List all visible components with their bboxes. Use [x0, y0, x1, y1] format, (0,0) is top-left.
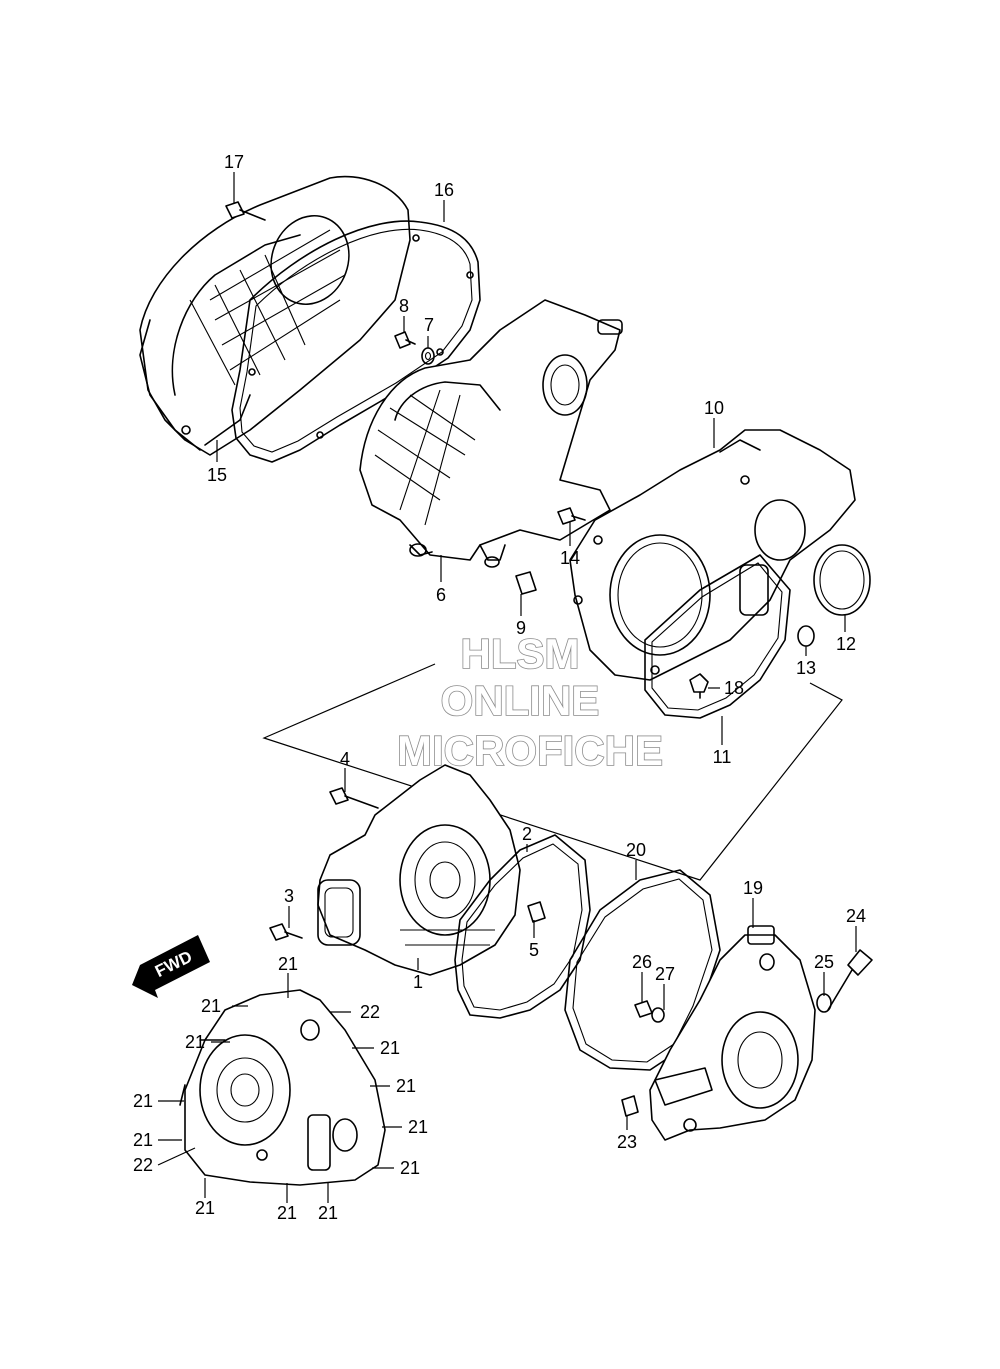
bolt-part-8[interactable]: [394, 331, 416, 349]
callout-9: 9: [516, 618, 526, 638]
dowel-part-23[interactable]: [621, 1095, 639, 1117]
outer-cover-part-15[interactable]: [139, 175, 411, 456]
callout-24: 24: [846, 906, 866, 926]
washer-part-27[interactable]: [651, 1007, 665, 1023]
callout-21: 21: [195, 1198, 215, 1218]
gasket-part-11[interactable]: [644, 554, 791, 719]
callout-26: 26: [632, 952, 652, 972]
dipstick-part-24[interactable]: [827, 949, 873, 1011]
fwd-direction-arrow: FWD: [132, 935, 210, 998]
callout-21: 21: [133, 1130, 153, 1150]
callout-10: 10: [704, 398, 724, 418]
leader-lines: [157, 172, 857, 1203]
callout-21: 21: [400, 1158, 420, 1178]
callout-21: 21: [133, 1091, 153, 1111]
bolt-part-3[interactable]: [269, 923, 303, 941]
watermark-line2: ONLINE: [441, 677, 600, 724]
dowel-part-5[interactable]: [527, 901, 546, 923]
callout-12: 12: [836, 634, 856, 654]
bolt-part-14[interactable]: [557, 507, 586, 525]
callout-1: 1: [413, 972, 423, 992]
clutch-cover-part-10[interactable]: [569, 429, 856, 681]
gasket-part-12[interactable]: [813, 544, 871, 616]
watermark-line1: HLSM: [461, 630, 580, 677]
callout-17: 17: [224, 152, 244, 172]
callout-18: 18: [724, 678, 744, 698]
callout-20: 20: [626, 840, 646, 860]
callout-labels: 17 16 15 8 7 6 9 10 14 12 13 18 11 4 2 3…: [133, 152, 866, 1223]
callout-15: 15: [207, 465, 227, 485]
bolt-part-4[interactable]: [329, 787, 379, 809]
callout-21: 21: [408, 1117, 428, 1137]
callout-25: 25: [814, 952, 834, 972]
callout-4: 4: [340, 749, 350, 769]
crankcase-cover-part-1[interactable]: [317, 764, 521, 976]
callout-27: 27: [655, 964, 675, 984]
plug-part-18[interactable]: [689, 673, 709, 699]
callout-21: 21: [380, 1038, 400, 1058]
callout-7: 7: [424, 315, 434, 335]
callout-5: 5: [529, 940, 539, 960]
callout-16: 16: [434, 180, 454, 200]
callout-14: 14: [560, 548, 580, 568]
bolt-part-26[interactable]: [634, 1000, 653, 1018]
callout-21: 21: [185, 1032, 205, 1052]
callout-2: 2: [522, 824, 532, 844]
callout-21: 21: [396, 1076, 416, 1096]
callout-19: 19: [743, 878, 763, 898]
callout-8: 8: [399, 296, 409, 316]
reference-frame: [262, 663, 843, 881]
callout-22: 22: [360, 1002, 380, 1022]
callout-13: 13: [796, 658, 816, 678]
callout-22: 22: [133, 1155, 153, 1175]
generator-cover-part-19[interactable]: [649, 925, 816, 1141]
callout-3: 3: [284, 886, 294, 906]
callout-21: 21: [201, 996, 221, 1016]
callout-11: 11: [713, 747, 732, 767]
inner-housing-part-6[interactable]: [359, 299, 623, 568]
seal-part-13[interactable]: [797, 625, 815, 647]
clutch-outer-cover-part[interactable]: [179, 989, 386, 1186]
callout-6: 6: [436, 585, 446, 605]
watermark: HLSM ONLINE MICROFICHE: [396, 629, 664, 775]
callout-21: 21: [278, 954, 298, 974]
dowel-part-9[interactable]: [515, 571, 537, 595]
gasket-part-16[interactable]: [231, 220, 481, 463]
callout-21: 21: [277, 1203, 297, 1223]
callout-21: 21: [318, 1203, 338, 1223]
gasket-part-2[interactable]: [454, 834, 591, 1019]
callout-23: 23: [617, 1132, 637, 1152]
watermark-line3: MICROFICHE: [397, 727, 663, 774]
